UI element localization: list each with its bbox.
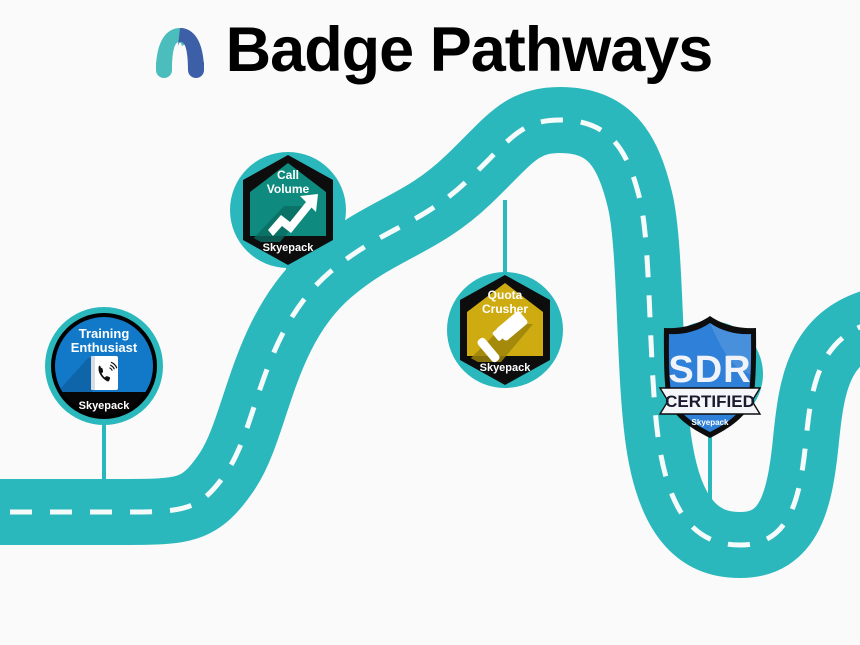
- badge-title-line-1: Training: [79, 326, 130, 341]
- page-header: Badge Pathways: [0, 0, 860, 100]
- road-center-dashes: [0, 117, 860, 548]
- badge-ribbon-label: CERTIFIED: [665, 392, 755, 411]
- badge-title-line-2: Crusher: [482, 302, 528, 316]
- badge-brand-label: Skyepack: [263, 242, 315, 254]
- badge-face: [467, 283, 543, 356]
- badge-title-line-2: Enthusiast: [71, 340, 138, 355]
- badge-title-line-1: Call: [277, 168, 299, 182]
- hammer-icon: [477, 311, 528, 363]
- phone-book-icon: [91, 356, 118, 390]
- badge-brand-label: Skyepack: [692, 418, 729, 427]
- badge-brand-label: Skyepack: [79, 400, 131, 412]
- badge-call-volume[interactable]: Call Volume Skyepack: [228, 150, 348, 270]
- badge-brand-label: Skyepack: [480, 362, 532, 374]
- certified-ribbon: [658, 387, 762, 415]
- badge-quota-crusher[interactable]: Quota Crusher Skyepack: [445, 270, 565, 390]
- badge-title-sdr: SDR: [668, 349, 751, 391]
- badge-title-line-1: Quota: [488, 288, 523, 302]
- badge-face: [250, 163, 326, 236]
- badge-training-enthusiast[interactable]: Training Enthusiast Skyepack: [44, 306, 164, 426]
- badge-title-line-2: Volume: [267, 182, 310, 196]
- badge-shadow: [467, 324, 533, 362]
- arch-logo-icon: [155, 28, 204, 78]
- badge-sdr-certified[interactable]: SDR CERTIFIED Skyepack: [650, 312, 770, 442]
- badge-sheen: [710, 323, 752, 374]
- page-title: Badge Pathways: [225, 14, 714, 85]
- trending-up-arrow-icon: [268, 194, 318, 236]
